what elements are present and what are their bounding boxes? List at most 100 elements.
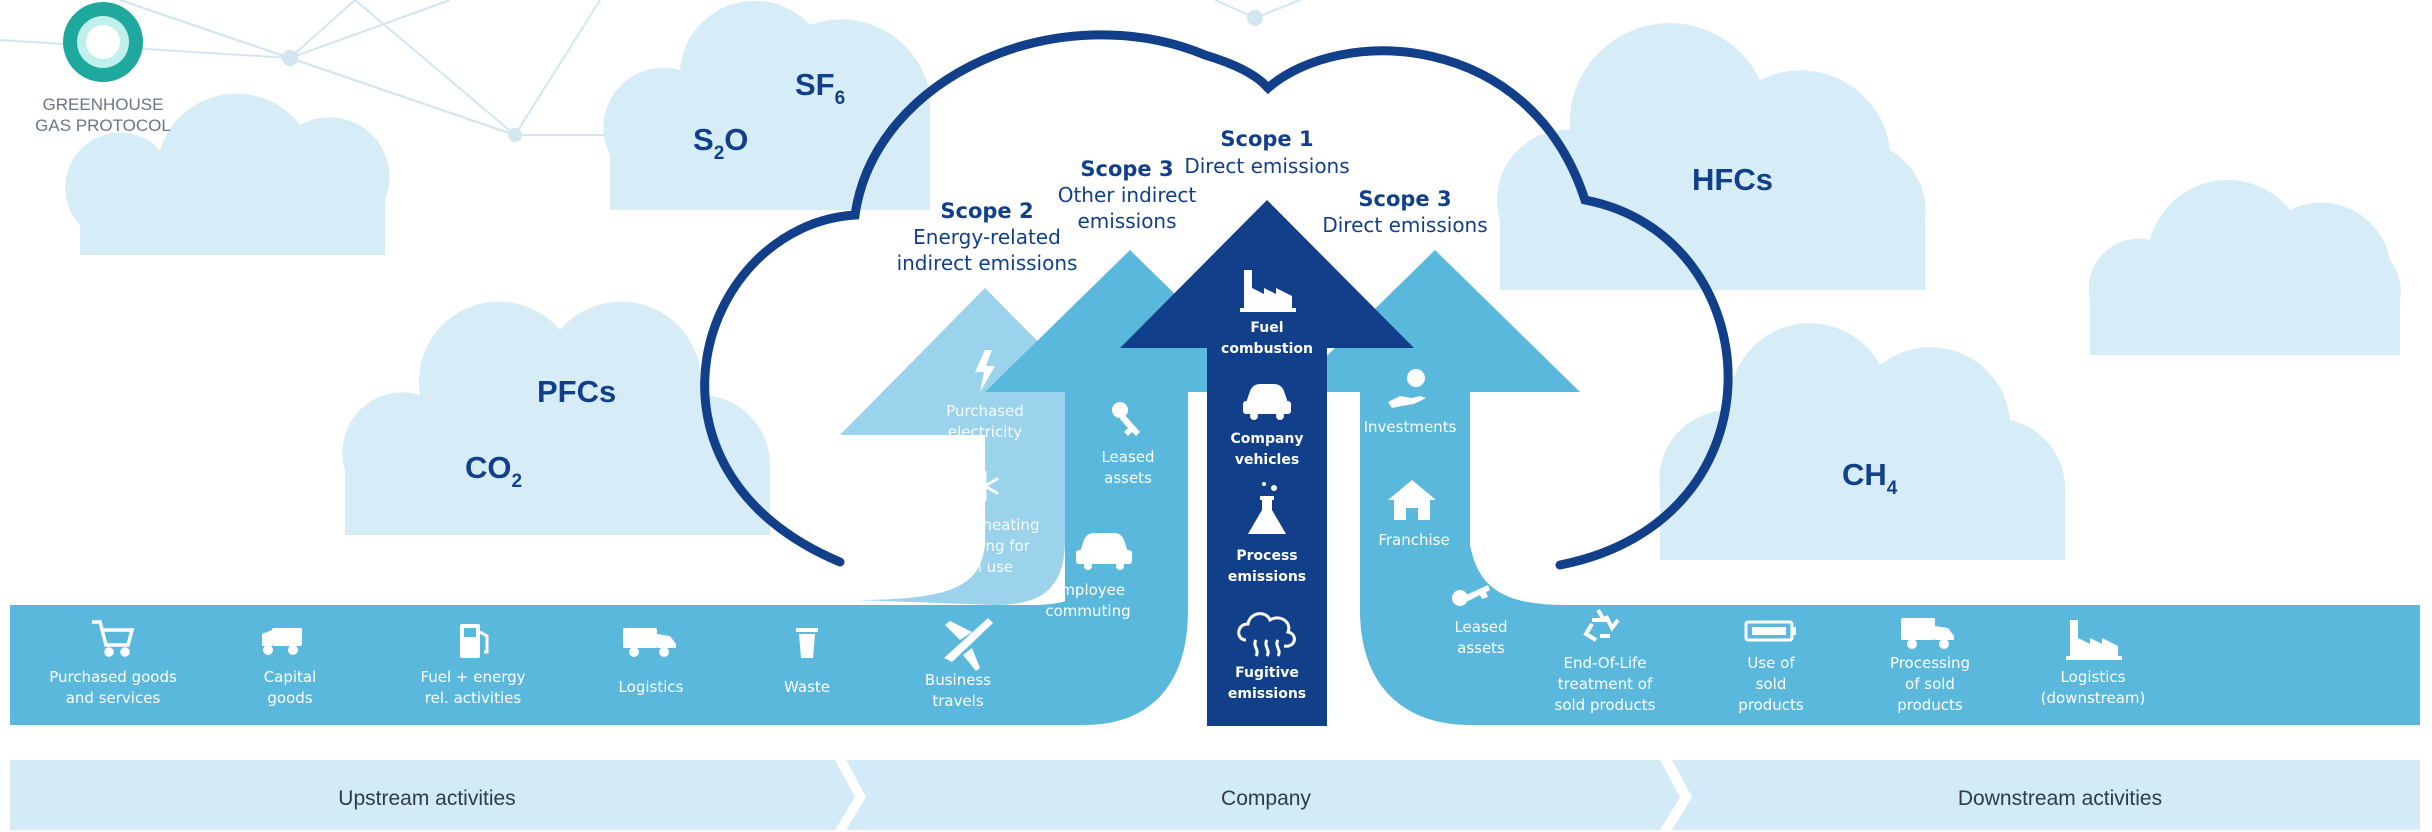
scope2-title: Scope 2 (940, 199, 1033, 223)
scope2-item-steam: Steam, heating & cooling for own use (925, 470, 1040, 576)
factory-icon (2066, 620, 2122, 660)
scope3-left-subtitle-1: Other indirect (1058, 183, 1197, 207)
upstream-item-fuel-energy: Fuel + energy rel. activities (420, 624, 526, 707)
svg-text:emissions: emissions (1228, 686, 1306, 702)
scope1-arrow (1120, 200, 1414, 726)
fugitive-cloud-icon (1237, 612, 1296, 657)
svg-text:and services: and services (66, 689, 161, 707)
scope2-items: Purchased electricity Steam, heating & c… (925, 350, 1040, 576)
scope1-item-fuel-combustion: Fuel combustion (1221, 270, 1313, 357)
downstream-item-logistics: Logistics (downstream) (2041, 620, 2146, 707)
truck-icon (1901, 618, 1954, 649)
upstream-items: Purchased goods and services Capital goo… (49, 618, 993, 710)
upstream-band-chevron (10, 760, 855, 830)
svg-text:travels: travels (932, 692, 984, 710)
svg-text:Leased: Leased (1454, 618, 1507, 636)
svg-text:commuting: commuting (1045, 602, 1130, 620)
airplane-icon (944, 618, 993, 671)
key-icon (1452, 585, 1490, 606)
svg-text:& cooling for: & cooling for (934, 537, 1031, 555)
factory-icon (1240, 270, 1296, 312)
money-hand-icon (1388, 369, 1426, 408)
scope1-item-company-vehicles: Company vehicles (1230, 384, 1304, 468)
upstream-item-business-travels: Business travels (925, 618, 993, 710)
svg-text:Processing: Processing (1890, 654, 1970, 672)
svg-text:Process: Process (1236, 548, 1297, 564)
main-cloud-outline (700, 30, 1733, 570)
svg-text:assets: assets (1457, 639, 1505, 657)
svg-text:own use: own use (951, 558, 1013, 576)
scope3-left-item-leased-assets: Leased assets (1101, 402, 1155, 487)
svg-text:Capital: Capital (264, 668, 317, 686)
svg-text:rel. activities: rel. activities (425, 689, 522, 707)
svg-text:products: products (1897, 696, 1963, 714)
svg-text:End-Of-Life: End-Of-Life (1563, 654, 1646, 672)
svg-text:sold: sold (1756, 675, 1787, 693)
scope3-right-subtitle: Direct emissions (1322, 213, 1487, 237)
upstream-item-waste: Waste (784, 628, 830, 696)
truck-icon (262, 628, 302, 655)
svg-text:(downstream): (downstream) (2041, 689, 2146, 707)
svg-text:Fugitive: Fugitive (1235, 665, 1299, 681)
fuel-pump-icon (460, 624, 489, 658)
svg-text:goods: goods (267, 689, 312, 707)
logo-text-line1: GREENHOUSE (43, 95, 164, 114)
downstream-item-leased-assets: Leased assets (1452, 585, 1508, 657)
scope3-left-title: Scope 3 (1080, 157, 1173, 181)
snowflake-icon (971, 470, 999, 502)
gas-hfcs: HFCs (1692, 162, 1773, 197)
svg-text:electricity: electricity (948, 423, 1022, 441)
svg-text:Purchased goods: Purchased goods (49, 668, 177, 686)
truck-icon (623, 628, 676, 657)
svg-text:Employee: Employee (1051, 581, 1125, 599)
downstream-band (1360, 390, 2420, 725)
svg-text:of sold: of sold (1905, 675, 1955, 693)
svg-text:combustion: combustion (1221, 341, 1313, 357)
scope1-items: Fuel combustion Company vehicles Process… (1221, 270, 1313, 702)
svg-text:Purchased: Purchased (946, 402, 1024, 420)
company-band-chevron (846, 760, 1680, 830)
gas-s2o: S2O (693, 122, 748, 164)
cart-icon (92, 620, 135, 657)
svg-text:Waste: Waste (784, 678, 830, 696)
svg-text:Logistics: Logistics (2061, 668, 2126, 686)
svg-text:Use of: Use of (1747, 654, 1795, 672)
scope3-left-items: Leased assets Employee commuting (1045, 402, 1155, 620)
svg-text:Franchise: Franchise (1378, 531, 1449, 549)
gas-pfcs: PFCs (537, 374, 616, 409)
scope1-item-fugitive-emissions: Fugitive emissions (1228, 612, 1306, 702)
company-band-label: Company (1221, 787, 1311, 810)
house-icon (1388, 480, 1436, 520)
svg-text:assets: assets (1104, 469, 1152, 487)
downstream-band-label: Downstream activities (1958, 787, 2162, 810)
scope2-subtitle-2: indirect emissions (897, 251, 1078, 275)
scope-labels: Scope 1 Direct emissions Scope 2 Energy-… (897, 127, 1488, 275)
upstream-band (10, 390, 1188, 725)
upstream-item-purchased-goods: Purchased goods and services (49, 620, 177, 707)
svg-text:Fuel: Fuel (1250, 320, 1283, 336)
scope3-right-item-franchise: Franchise (1378, 480, 1450, 549)
svg-text:Company: Company (1230, 431, 1303, 447)
svg-text:Logistics: Logistics (619, 678, 684, 696)
background-clouds (65, 0, 2401, 560)
downstream-item-processing: Processing of sold products (1890, 618, 1970, 714)
svg-text:vehicles: vehicles (1235, 452, 1299, 468)
scope1-item-process-emissions: Process emissions (1228, 482, 1306, 585)
gas-sf6: SF6 (795, 67, 845, 109)
svg-text:Business: Business (925, 671, 991, 689)
scope3-right-item-investments: Investments (1364, 369, 1457, 436)
scope1-title: Scope 1 (1220, 127, 1313, 151)
svg-text:Steam, heating: Steam, heating (925, 516, 1040, 534)
gas-ch4: CH4 (1842, 457, 1898, 499)
key-icon (1112, 402, 1140, 436)
upstream-band-label: Upstream activities (338, 787, 515, 810)
activity-bands: Upstream activities Company Downstream a… (10, 760, 2420, 830)
scope3-right-title: Scope 3 (1358, 187, 1451, 211)
flask-icon (1248, 482, 1286, 534)
logo-text-line2: GAS PROTOCOL (35, 116, 171, 135)
svg-text:emissions: emissions (1228, 569, 1306, 585)
scope1-subtitle: Direct emissions (1184, 154, 1349, 178)
scope2-subtitle-1: Energy-related (913, 225, 1061, 249)
svg-text:sold products: sold products (1555, 696, 1656, 714)
